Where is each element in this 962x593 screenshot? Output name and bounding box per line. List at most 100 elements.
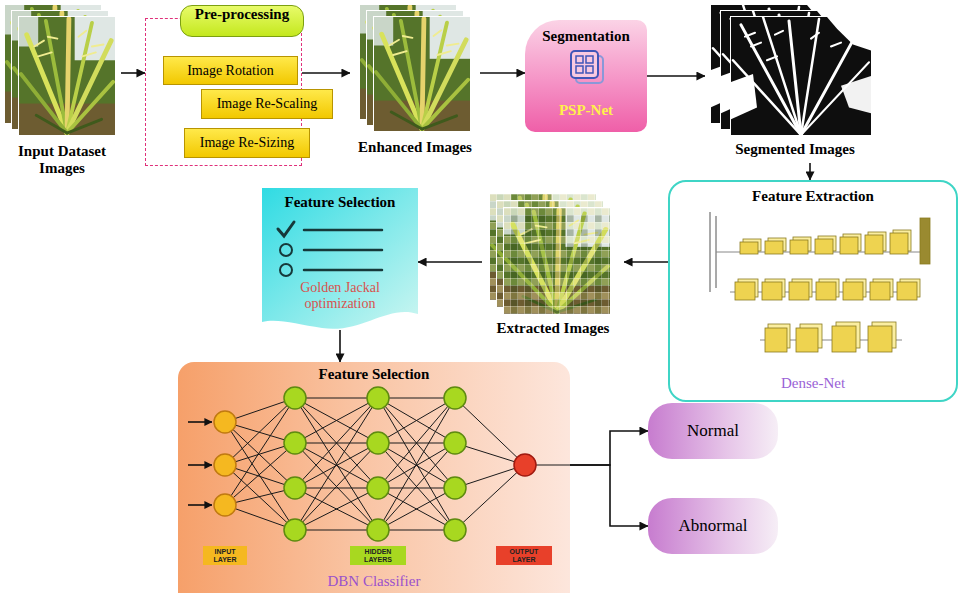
heading-pill: Pre-processing bbox=[180, 5, 304, 37]
svg-circle bbox=[284, 519, 306, 541]
image-stack-illustration bbox=[3, 3, 121, 139]
output-pill: Normal bbox=[648, 403, 778, 459]
svg-rect bbox=[586, 56, 593, 63]
svg-g bbox=[19, 17, 115, 135]
svg-circle bbox=[284, 387, 306, 409]
svg-g bbox=[710, 212, 716, 292]
svg-path bbox=[188, 464, 212, 466]
svg-rect bbox=[504, 208, 610, 314]
flow-arrow bbox=[624, 261, 668, 263]
svg-rect bbox=[504, 208, 610, 314]
box-title: Feature Selection bbox=[182, 366, 566, 383]
svg-circle bbox=[367, 432, 389, 454]
flow-arrow bbox=[121, 72, 145, 74]
svg-g bbox=[735, 218, 930, 352]
svg-circle bbox=[367, 477, 389, 499]
svg-rect bbox=[897, 282, 917, 300]
svg-rect bbox=[576, 66, 583, 73]
svg-rect bbox=[762, 282, 782, 300]
step-box: Image Rotation bbox=[163, 56, 298, 85]
svg-g bbox=[278, 222, 382, 276]
svg-circle bbox=[444, 519, 466, 541]
image-caption: Segmented Images bbox=[705, 141, 885, 158]
svg-rect bbox=[586, 66, 593, 73]
output-pill: Abnormal bbox=[648, 498, 778, 554]
svg-rect bbox=[796, 328, 818, 352]
svg-rect bbox=[789, 282, 809, 300]
segmented-stack-illustration bbox=[705, 3, 885, 139]
svg-use bbox=[374, 17, 470, 131]
svg-circle bbox=[444, 432, 466, 454]
svg-rect bbox=[765, 241, 783, 254]
image-caption: Enhanced Images bbox=[350, 139, 480, 156]
extracted-stack-illustration bbox=[482, 192, 624, 318]
svg-path bbox=[188, 504, 212, 506]
image-node: Extracted Images bbox=[482, 192, 624, 342]
flow-arrow bbox=[570, 465, 648, 526]
svg-circle bbox=[284, 432, 306, 454]
svg-rect bbox=[576, 56, 583, 63]
svg-path bbox=[378, 398, 455, 530]
svg-use bbox=[19, 17, 115, 135]
layer-tag: OUTPUT LAYER bbox=[496, 546, 552, 565]
svg-rect bbox=[571, 51, 598, 78]
class-label: Normal bbox=[648, 403, 778, 459]
svg-path bbox=[295, 398, 378, 530]
densenet-illustration bbox=[670, 182, 960, 404]
layer-tag: INPUT LAYER bbox=[203, 546, 247, 565]
method-name: PSP-Net bbox=[527, 102, 645, 119]
svg-use bbox=[731, 17, 871, 135]
svg-circle bbox=[444, 477, 466, 499]
image-node: Enhanced Images bbox=[350, 3, 480, 165]
svg-rect bbox=[374, 17, 470, 131]
svg-rect bbox=[790, 240, 808, 254]
svg-rect bbox=[868, 326, 892, 352]
image-node: Segmented Images bbox=[705, 3, 885, 163]
flow-arrow bbox=[570, 431, 648, 465]
svg-path bbox=[304, 269, 382, 272]
svg-g bbox=[731, 17, 871, 135]
flow-arrow bbox=[809, 163, 811, 180]
box-title: Segmentation bbox=[527, 28, 645, 45]
svg-circle bbox=[367, 387, 389, 409]
svg-rect bbox=[832, 326, 856, 352]
svg-g bbox=[225, 398, 570, 530]
image-node: Input Dataset Images bbox=[3, 3, 121, 181]
flow-arrow bbox=[302, 72, 350, 74]
svg-circle bbox=[444, 387, 466, 409]
svg-rect bbox=[920, 218, 930, 264]
svg-circle bbox=[280, 244, 292, 256]
svg-path bbox=[278, 222, 294, 236]
svg-path bbox=[304, 249, 382, 252]
svg-path bbox=[304, 229, 382, 232]
svg-circle bbox=[214, 411, 236, 433]
svg-g bbox=[571, 51, 603, 83]
image-caption: Extracted Images bbox=[482, 320, 624, 337]
svg-circle bbox=[367, 519, 389, 541]
svg-use bbox=[504, 208, 610, 314]
svg-rect bbox=[765, 328, 787, 352]
classifier-panel: Feature SelectionDBN ClassifierINPUT LAY… bbox=[178, 362, 570, 593]
step-box: Image Re-Scaling bbox=[201, 89, 333, 119]
svg-g bbox=[504, 208, 610, 314]
svg-rect bbox=[816, 282, 836, 300]
svg-g bbox=[284, 387, 466, 541]
svg-rect bbox=[735, 282, 755, 300]
flow-arrow bbox=[647, 75, 705, 77]
step-label: Image Re-Sizing bbox=[185, 129, 309, 157]
document-box: Feature SelectionGolden Jackal optimizat… bbox=[262, 188, 418, 330]
svg-circle bbox=[214, 494, 236, 516]
svg-path bbox=[710, 212, 716, 292]
box-title: Feature Selection bbox=[266, 194, 414, 211]
svg-rect bbox=[870, 282, 890, 300]
svg-g bbox=[214, 411, 236, 516]
image-caption: Input Dataset Images bbox=[3, 143, 121, 177]
step-box: Image Re-Sizing bbox=[184, 128, 310, 158]
flow-arrow bbox=[418, 261, 482, 263]
svg-rect bbox=[19, 17, 115, 135]
box-title: Feature Extraction bbox=[674, 188, 952, 205]
svg-rect bbox=[843, 282, 863, 300]
svg-rect bbox=[890, 233, 908, 254]
preprocessing-panel: Pre-processingImage RotationImage Re-Sca… bbox=[145, 18, 302, 166]
